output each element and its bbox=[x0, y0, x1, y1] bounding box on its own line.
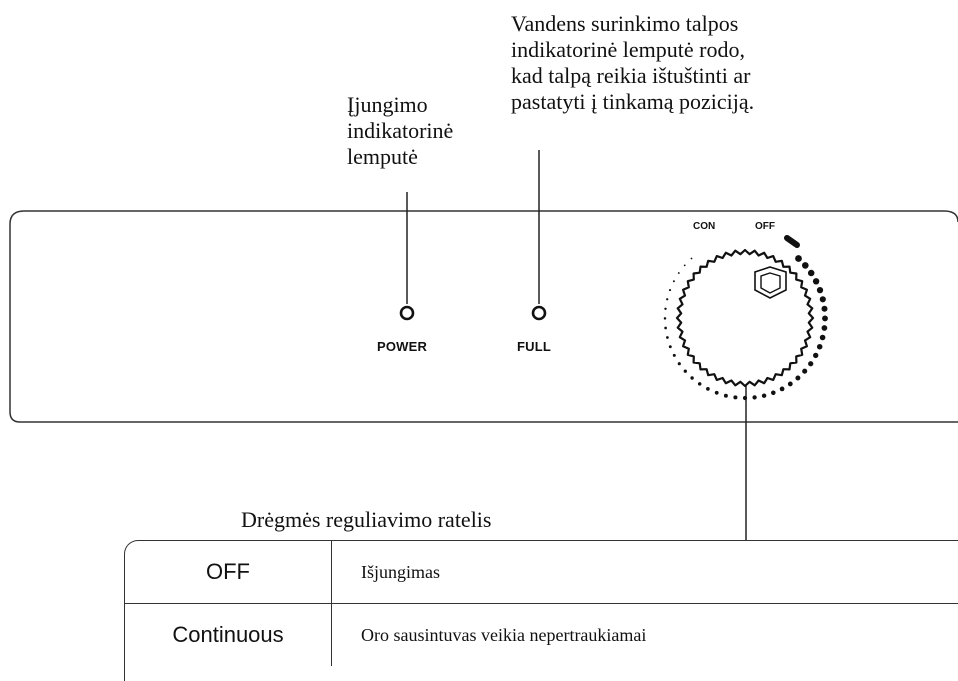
table-row: Continuous Oro sausintuvas veikia nepert… bbox=[125, 604, 958, 666]
mode-description: Oro sausintuvas veikia nepertraukiamai bbox=[361, 625, 647, 645]
dial-scale-dot bbox=[787, 381, 793, 387]
dial-scale-dot bbox=[761, 393, 767, 398]
dial-scale-dot bbox=[706, 387, 710, 391]
mode-description: Išjungimas bbox=[361, 562, 440, 582]
dial-knob-gear bbox=[675, 248, 815, 388]
off-position-mark bbox=[784, 235, 800, 248]
table-row: OFF Išjungimas bbox=[125, 541, 958, 604]
dial-scale-dot bbox=[802, 368, 808, 374]
dial-scale-dot bbox=[801, 262, 809, 269]
power-indicator-callout: Įjungimo indikatorinė lemputė bbox=[347, 92, 454, 169]
dial-scale-dot bbox=[819, 296, 826, 303]
dial-scale-dot bbox=[819, 334, 826, 341]
dial-scale-dot bbox=[664, 307, 667, 310]
mode-name: Continuous bbox=[125, 604, 332, 666]
dial-scale-dot bbox=[690, 376, 694, 380]
dial-scale-dot bbox=[808, 361, 814, 367]
dial-scale-dot bbox=[668, 345, 672, 349]
dial-pointer-hex-inner bbox=[760, 272, 781, 294]
dial-scale-dot bbox=[677, 362, 681, 366]
dial-scale-dot bbox=[714, 390, 719, 395]
full-label: FULL bbox=[517, 339, 552, 354]
dial-scale-dot bbox=[807, 269, 815, 277]
dial-scale-dot bbox=[690, 257, 693, 260]
dial-scale-dot bbox=[822, 315, 828, 322]
dial-scale-dot bbox=[779, 386, 785, 392]
dial-scale-dot bbox=[813, 352, 819, 359]
dial-scale-dot bbox=[821, 325, 828, 331]
power-lamp bbox=[399, 305, 415, 321]
dial-scale-dot bbox=[666, 298, 669, 301]
dial-scale-dot bbox=[733, 395, 738, 400]
dial-scale-dot bbox=[697, 382, 702, 386]
dial-scale-dot bbox=[666, 336, 669, 339]
power-label: POWER bbox=[377, 339, 428, 354]
dial-scale-dot bbox=[816, 343, 823, 350]
dial-scale-dot bbox=[683, 369, 687, 373]
dial-scale-dot bbox=[664, 326, 667, 330]
dial-scale-dot bbox=[663, 317, 667, 320]
humidity-dial-table-title: Drėgmės reguliavimo ratelis bbox=[241, 507, 492, 532]
dial-scale-dot bbox=[771, 390, 776, 396]
dial-scale-dot bbox=[752, 395, 757, 400]
dial-scale-dots bbox=[663, 255, 828, 401]
mode-name: OFF bbox=[125, 541, 332, 603]
dial-scale-dot bbox=[672, 280, 675, 283]
humidity-dial bbox=[663, 235, 828, 401]
full-lamp bbox=[531, 305, 547, 321]
dial-scale-dot bbox=[668, 289, 672, 292]
dial-scale-dot bbox=[683, 264, 686, 267]
dial-scale-dot bbox=[812, 278, 820, 285]
dial-con-label: CON bbox=[693, 221, 716, 232]
dial-scale-dot bbox=[795, 255, 802, 262]
dial-scale-dot bbox=[795, 375, 801, 381]
dial-scale-dot bbox=[723, 393, 728, 398]
full-indicator-callout: Vandens surinkimo talpos indikatorinė le… bbox=[511, 11, 755, 114]
dial-scale-dot bbox=[816, 286, 824, 294]
dial-scale-dot bbox=[677, 272, 680, 274]
control-panel-outline bbox=[9, 210, 958, 423]
dial-scale-dot bbox=[742, 395, 748, 401]
dial-mode-table: OFF Išjungimas Continuous Oro sausintuva… bbox=[124, 540, 958, 681]
dial-scale-dot bbox=[821, 305, 828, 312]
dial-scale-dot bbox=[672, 353, 676, 357]
dial-off-label: OFF bbox=[755, 221, 775, 232]
